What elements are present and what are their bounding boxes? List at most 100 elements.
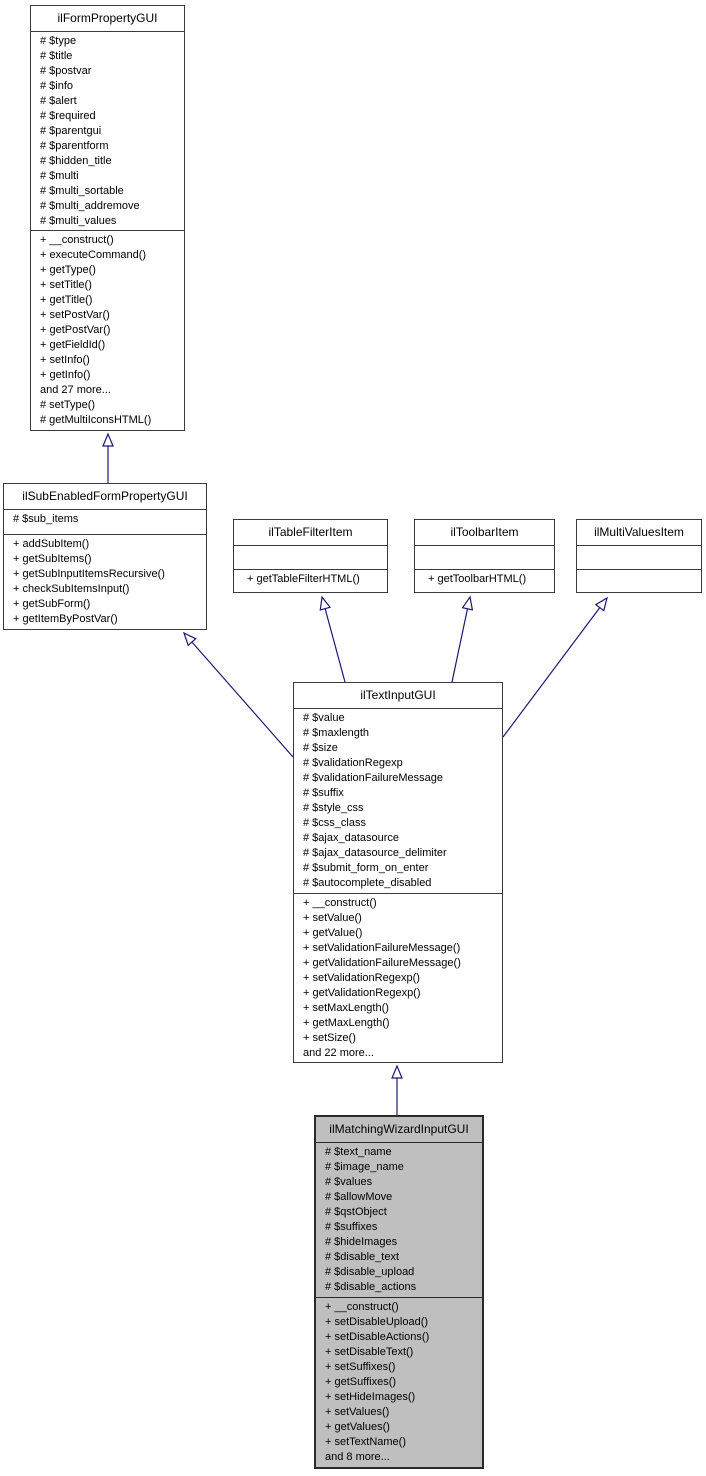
member-line: # $required bbox=[40, 110, 96, 122]
member-line: + setInfo() bbox=[40, 354, 90, 366]
member-line: # $suffixes bbox=[325, 1221, 378, 1233]
class-box-ilsubenabledformpropertygui[interactable]: ilSubEnabledFormPropertyGUI # $sub_items… bbox=[3, 483, 207, 630]
class-title[interactable]: ilTextInputGUI bbox=[294, 683, 502, 709]
methods-compartment: + addSubItem() + getSubItems() + getSubInp… bbox=[4, 535, 206, 629]
class-title[interactable]: ilToolbarItem bbox=[415, 520, 554, 546]
methods-compartment: + getToolbarHTML() bbox=[415, 570, 554, 592]
member-line: + getItemByPostVar() bbox=[13, 613, 118, 625]
member-line: # $submit_form_on_enter bbox=[303, 862, 429, 874]
member-line: + executeCommand() bbox=[40, 249, 147, 261]
member-line: + getSubItems() bbox=[13, 553, 92, 565]
member-line: + setValidationRegexp() bbox=[303, 972, 420, 984]
member-line: # $type bbox=[40, 35, 77, 47]
member-line: # $info bbox=[40, 80, 74, 92]
class-box-ilmultivaluesitem[interactable]: ilMultiValuesItem bbox=[576, 519, 702, 593]
member-line: + setSuffixes() bbox=[325, 1361, 396, 1373]
member-line: # $multi_values bbox=[40, 215, 117, 227]
member-line: # $text_name bbox=[325, 1146, 392, 1158]
class-box-iltoolbaritem[interactable]: ilToolbarItem + getToolbarHTML() bbox=[414, 519, 555, 593]
class-box-ilmatchingwizardinputgui: ilMatchingWizardInputGUI # $text_name# $… bbox=[314, 1115, 484, 1469]
class-title[interactable]: ilSubEnabledFormPropertyGUI bbox=[4, 484, 206, 510]
member-line: # $multi bbox=[40, 170, 79, 182]
member-line: # $size bbox=[303, 742, 338, 754]
member-line: # $multi_addremove bbox=[40, 200, 140, 212]
member-line: # $validationRegexp bbox=[303, 757, 403, 769]
member-line: # getMultiIconsHTML() bbox=[40, 414, 152, 426]
member-line: # $hidden_title bbox=[40, 155, 112, 167]
member-line: + getSubInputItemsRecursive() bbox=[13, 568, 165, 580]
member-line: + setSize() bbox=[303, 1032, 356, 1044]
member-line: + getValidationFailureMessage() bbox=[303, 957, 461, 969]
member-line: + setMaxLength() bbox=[303, 1002, 389, 1014]
member-line: # $style_css bbox=[303, 802, 364, 814]
member-line: + getSubForm() bbox=[13, 598, 91, 610]
member-line: # $parentform bbox=[40, 140, 109, 152]
member-line: and 27 more... bbox=[40, 384, 111, 396]
member-line: + setValues() bbox=[325, 1406, 390, 1418]
class-box-ilformpropertygui[interactable]: ilFormPropertyGUI # $type# $title# $post… bbox=[30, 5, 185, 431]
arrow-textinput-to-tablefilter bbox=[319, 595, 346, 683]
member-line: # $disable_upload bbox=[325, 1266, 415, 1278]
member-line: + getType() bbox=[40, 264, 96, 276]
member-line: # $allowMove bbox=[325, 1191, 393, 1203]
member-line: + getFieldId() bbox=[40, 339, 106, 351]
member-line: # $disable_actions bbox=[325, 1281, 417, 1293]
member-line: # $validationFailureMessage bbox=[303, 772, 444, 784]
member-line: # $suffix bbox=[303, 787, 344, 799]
attributes-compartment: # $sub_items bbox=[4, 510, 206, 535]
member-line: # $ajax_datasource_delimiter bbox=[303, 847, 447, 859]
member-line: # $ajax_datasource bbox=[303, 832, 400, 844]
arrow-textinput-to-multivalues bbox=[502, 596, 608, 738]
member-line: + getMaxLength() bbox=[303, 1017, 390, 1029]
arrow-matchingwizard-to-textinput bbox=[391, 1064, 403, 1115]
member-line: # $value bbox=[303, 712, 345, 724]
member-line: + __construct() bbox=[40, 234, 114, 246]
methods-compartment bbox=[577, 570, 701, 592]
member-line: + checkSubItemsInput() bbox=[13, 583, 130, 595]
attributes-compartment bbox=[415, 546, 554, 570]
attributes-compartment: # $value # $maxlength # $size # $validation… bbox=[294, 709, 502, 894]
member-line: # $parentgui bbox=[40, 125, 102, 137]
attributes-compartment: # $text_name # $image_name # $values # $all… bbox=[316, 1143, 482, 1298]
member-line: + addSubItem() bbox=[13, 538, 90, 550]
arrow-textinput-to-subenabled bbox=[182, 631, 294, 758]
member-line: + setTitle() bbox=[40, 279, 92, 291]
member-line: + getValidationRegexp() bbox=[303, 987, 421, 999]
class-box-iltextinputgui[interactable]: ilTextInputGUI # $value # $maxlength # $si… bbox=[293, 682, 503, 1063]
member-line: # setType() bbox=[40, 399, 96, 411]
member-line: and 22 more... bbox=[303, 1047, 374, 1059]
member-line: # $image_name bbox=[325, 1161, 404, 1173]
attributes-compartment bbox=[234, 546, 387, 570]
arrow-subenabled-to-formproperty bbox=[102, 432, 114, 483]
attributes-compartment bbox=[577, 546, 701, 570]
member-line: + getTitle() bbox=[40, 294, 93, 306]
member-line: # $title bbox=[40, 50, 73, 62]
member-line: # $sub_items bbox=[13, 513, 79, 525]
member-line: + getValues() bbox=[325, 1421, 390, 1433]
member-line: # $maxlength bbox=[303, 727, 370, 739]
member-line: + setDisableUpload() bbox=[325, 1316, 429, 1328]
member-line: + setValidationFailureMessage() bbox=[303, 942, 461, 954]
member-line: # $alert bbox=[40, 95, 77, 107]
methods-compartment: + getTableFilterHTML() bbox=[234, 570, 387, 592]
member-line: # $values bbox=[325, 1176, 373, 1188]
member-line: + __construct() bbox=[303, 897, 377, 909]
member-line: # $multi_sortable bbox=[40, 185, 124, 197]
methods-compartment: + __construct()+ setValue()+ getValue()+… bbox=[294, 894, 502, 1062]
member-line: + getValue() bbox=[303, 927, 363, 939]
class-title[interactable]: ilTableFilterItem bbox=[234, 520, 387, 546]
class-title[interactable]: ilMultiValuesItem bbox=[577, 520, 701, 546]
member-line: # $autocomplete_disabled bbox=[303, 877, 432, 889]
arrow-textinput-to-toolbaritem bbox=[451, 595, 474, 683]
member-line: + getToolbarHTML() bbox=[428, 573, 527, 585]
member-line: + setHideImages() bbox=[325, 1391, 416, 1403]
member-line: # $disable_text bbox=[325, 1251, 399, 1263]
member-line: + getInfo() bbox=[40, 369, 91, 381]
class-title[interactable]: ilFormPropertyGUI bbox=[31, 6, 184, 32]
class-box-iltablefilteritem[interactable]: ilTableFilterItem + getTableFilterHTML() bbox=[233, 519, 388, 593]
member-line: # $hideImages bbox=[325, 1236, 398, 1248]
member-line: + __construct() bbox=[325, 1301, 399, 1313]
methods-compartment: + __construct() + setDisableUpload() + set… bbox=[316, 1298, 482, 1467]
member-line: # $qstObject bbox=[325, 1206, 387, 1218]
